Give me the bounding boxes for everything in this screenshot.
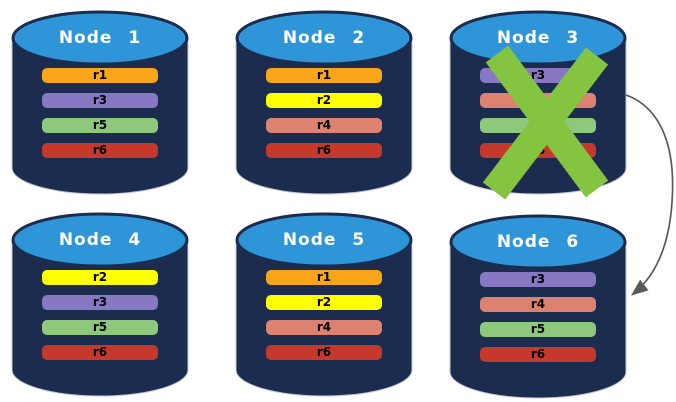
replica-bar: r5 [480,118,596,133]
replica-bar: r1 [266,68,382,83]
replica-bar: r3 [42,295,158,310]
replica-bar: r1 [266,270,382,285]
replica-bar: r5 [42,320,158,335]
replica-bar: r4 [480,93,596,108]
replica-bar: r1 [42,68,158,83]
node-3: Node 3 r3 r4 r5 r6 [448,8,628,198]
replica-bar: r6 [480,143,596,158]
node-1: Node 1 r1 r3 r5 r6 [10,8,190,198]
replica-bar: r3 [480,68,596,83]
node-6: Node 6 r3 r4 r5 r6 [448,212,628,402]
replica-bar: r4 [266,320,382,335]
node-title: Node 1 [58,28,142,48]
node-title: Node 6 [496,232,580,252]
node-title: Node 2 [282,28,366,48]
node-title: Node 5 [282,230,366,250]
replica-bar: r2 [266,295,382,310]
replica-bar: r6 [480,347,596,362]
curved-arrow-icon [625,94,674,296]
node-title: Node 3 [496,28,580,48]
replica-bar: r6 [266,143,382,158]
node-5: Node 5 r1 r2 r4 r6 [234,210,414,400]
node-4: Node 4 r2 r3 r5 r6 [10,210,190,400]
replica-bar: r6 [266,345,382,360]
replica-bar: r4 [266,118,382,133]
replica-bar: r6 [42,345,158,360]
replica-bar: r4 [480,297,596,312]
replica-bar: r3 [42,93,158,108]
replica-bar: r5 [480,322,596,337]
replica-bar: r6 [42,143,158,158]
replica-bar: r2 [42,270,158,285]
node-2: Node 2 r1 r2 r4 r6 [234,8,414,198]
replica-bar: r2 [266,93,382,108]
node-title: Node 4 [58,230,142,250]
replica-bar: r3 [480,272,596,287]
replica-bar: r5 [42,118,158,133]
